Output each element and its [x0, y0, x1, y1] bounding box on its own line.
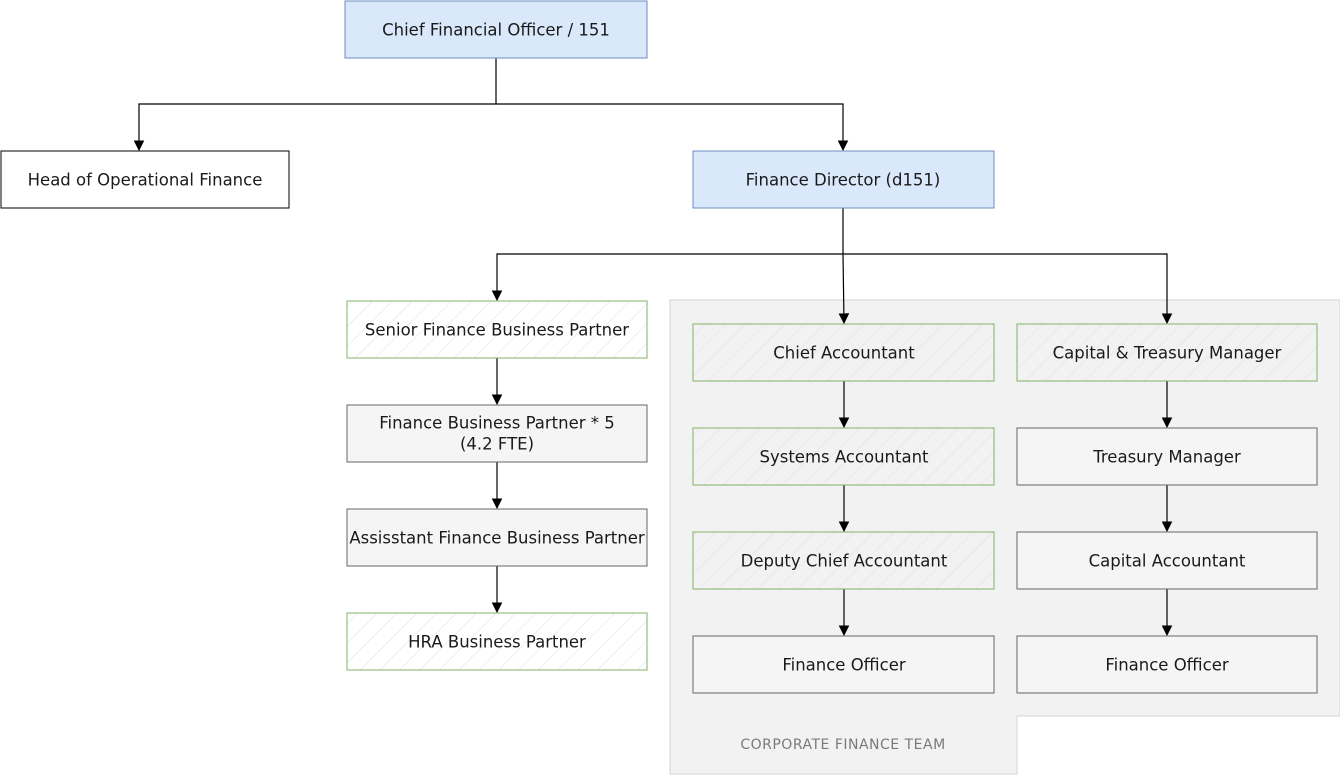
- node-label: Finance Director (d151): [746, 171, 941, 190]
- node-label: Capital & Treasury Manager: [1053, 344, 1282, 363]
- node-chief-accountant[interactable]: Chief Accountant: [692, 323, 995, 382]
- node-label: Treasury Manager: [1092, 448, 1241, 467]
- connectors: [133, 58, 1173, 637]
- node-finance-business-partner[interactable]: Finance Business Partner * 5 (4.2 FTE): [346, 404, 648, 463]
- node-label-line1: Finance Business Partner * 5: [379, 414, 615, 433]
- node-chief-financial-officer[interactable]: Chief Financial Officer / 151: [344, 0, 648, 59]
- node-label: HRA Business Partner: [408, 633, 586, 652]
- node-assistant-finance-business-partner[interactable]: Assisstant Finance Business Partner: [346, 508, 648, 567]
- node-label: Chief Financial Officer / 151: [382, 21, 610, 40]
- node-finance-officer-2[interactable]: Finance Officer: [1016, 635, 1318, 694]
- node-senior-finance-business-partner[interactable]: Senior Finance Business Partner: [346, 300, 648, 359]
- connector-findir-chief-acc: [838, 253, 850, 325]
- node-label-line2: (4.2 FTE): [460, 435, 534, 454]
- node-deputy-chief-accountant[interactable]: Deputy Chief Accountant: [692, 531, 995, 590]
- node-treasury-manager[interactable]: Treasury Manager: [1016, 427, 1318, 486]
- node-head-of-operational-finance[interactable]: Head of Operational Finance: [0, 150, 290, 209]
- node-systems-accountant[interactable]: Systems Accountant: [692, 427, 995, 486]
- node-label: Finance Officer: [1105, 656, 1229, 675]
- connector-findir-sfbp: [491, 208, 844, 302]
- connector-cfo-head-ops: [133, 58, 497, 152]
- corporate-finance-team-label: CORPORATE FINANCE TEAM: [740, 737, 945, 753]
- node-label: Assisstant Finance Business Partner: [349, 529, 645, 548]
- node-finance-director[interactable]: Finance Director (d151): [692, 150, 995, 209]
- node-hra-business-partner[interactable]: HRA Business Partner: [346, 612, 648, 671]
- node-label: Deputy Chief Accountant: [741, 552, 948, 571]
- node-label: Capital Accountant: [1089, 552, 1246, 571]
- connector-cfo-fin-dir: [496, 103, 849, 152]
- node-capital-treasury-manager[interactable]: Capital & Treasury Manager: [1016, 323, 1318, 382]
- node-label: Systems Accountant: [759, 448, 929, 467]
- node-label: Head of Operational Finance: [28, 171, 263, 190]
- node-label: Chief Accountant: [773, 344, 915, 363]
- node-capital-accountant[interactable]: Capital Accountant: [1016, 531, 1318, 590]
- node-label: Senior Finance Business Partner: [365, 321, 629, 340]
- node-label: Finance Officer: [782, 656, 906, 675]
- connector-findir-cap-treas: [843, 253, 1173, 325]
- node-finance-officer-1[interactable]: Finance Officer: [692, 635, 995, 694]
